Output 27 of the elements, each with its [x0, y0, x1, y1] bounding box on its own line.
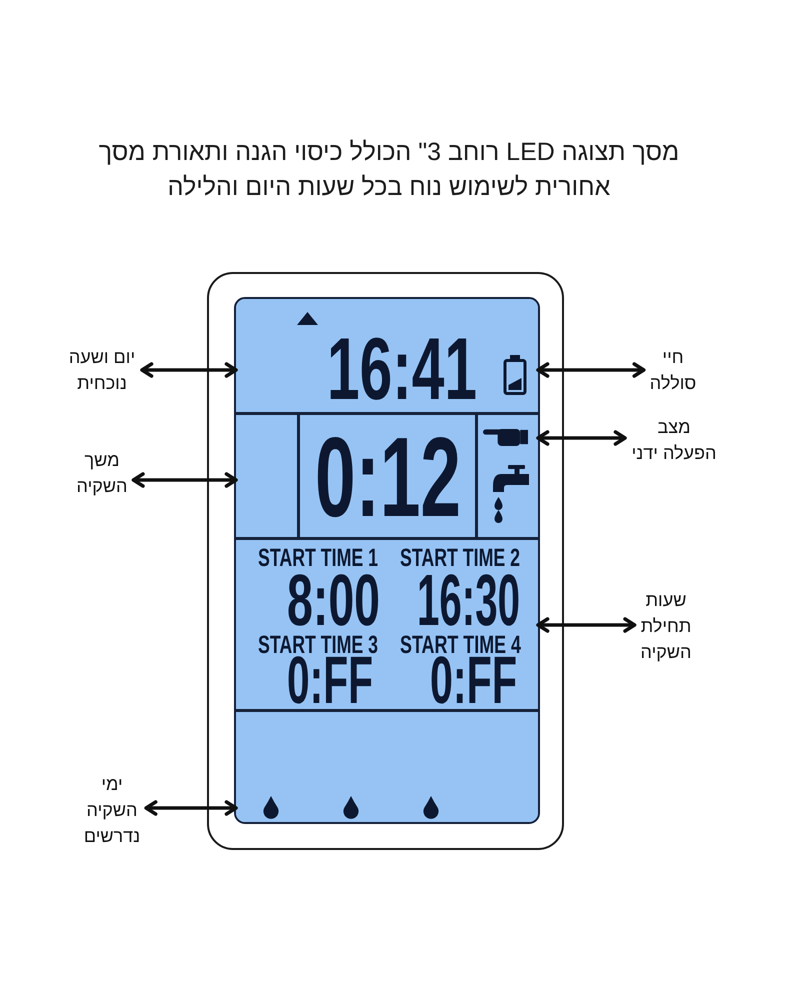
duration-digits: 0:12 [315, 437, 461, 518]
callout-label: משך השקיה [76, 447, 134, 499]
watering-days-section [236, 709, 538, 822]
start-time-digits: 8:00 [287, 575, 380, 627]
callout-label: שעות תחילת השקיה [634, 587, 692, 665]
device-case [207, 272, 564, 850]
start-time-digits: 0:FF [287, 657, 373, 705]
double-arrow [536, 362, 646, 378]
callout-label: חיי סוללה [644, 344, 696, 396]
start-time-label: START TIME 4 [400, 636, 521, 654]
callout-label: מצב הפעלה ידני [625, 414, 717, 466]
double-arrow [536, 617, 636, 633]
start-time-digits: 0:FF [430, 657, 517, 705]
lcd-screen [234, 297, 540, 824]
start-time-label: START TIME 1 [258, 549, 378, 567]
double-arrow [132, 472, 238, 488]
clock-digits: 16:41 [327, 337, 477, 400]
callout-label: יום ושעה נוכחית [68, 344, 142, 396]
clock-section [236, 299, 538, 415]
double-arrow [140, 362, 238, 378]
start-time-label: START TIME 2 [400, 549, 520, 567]
title: מסך תצוגה LED רוחב 3" הכולל כיסוי הגנה ותאורת מסך אחורית לשימוש נוח בכל שעות היום והלילה [98, 137, 680, 203]
double-arrow [144, 800, 238, 816]
start-time-label: START TIME 3 [258, 636, 378, 654]
double-arrow [536, 430, 627, 446]
callout-label: ימי השקיה נדרשים [84, 771, 146, 849]
start-time-digits: 16:30 [417, 575, 520, 627]
